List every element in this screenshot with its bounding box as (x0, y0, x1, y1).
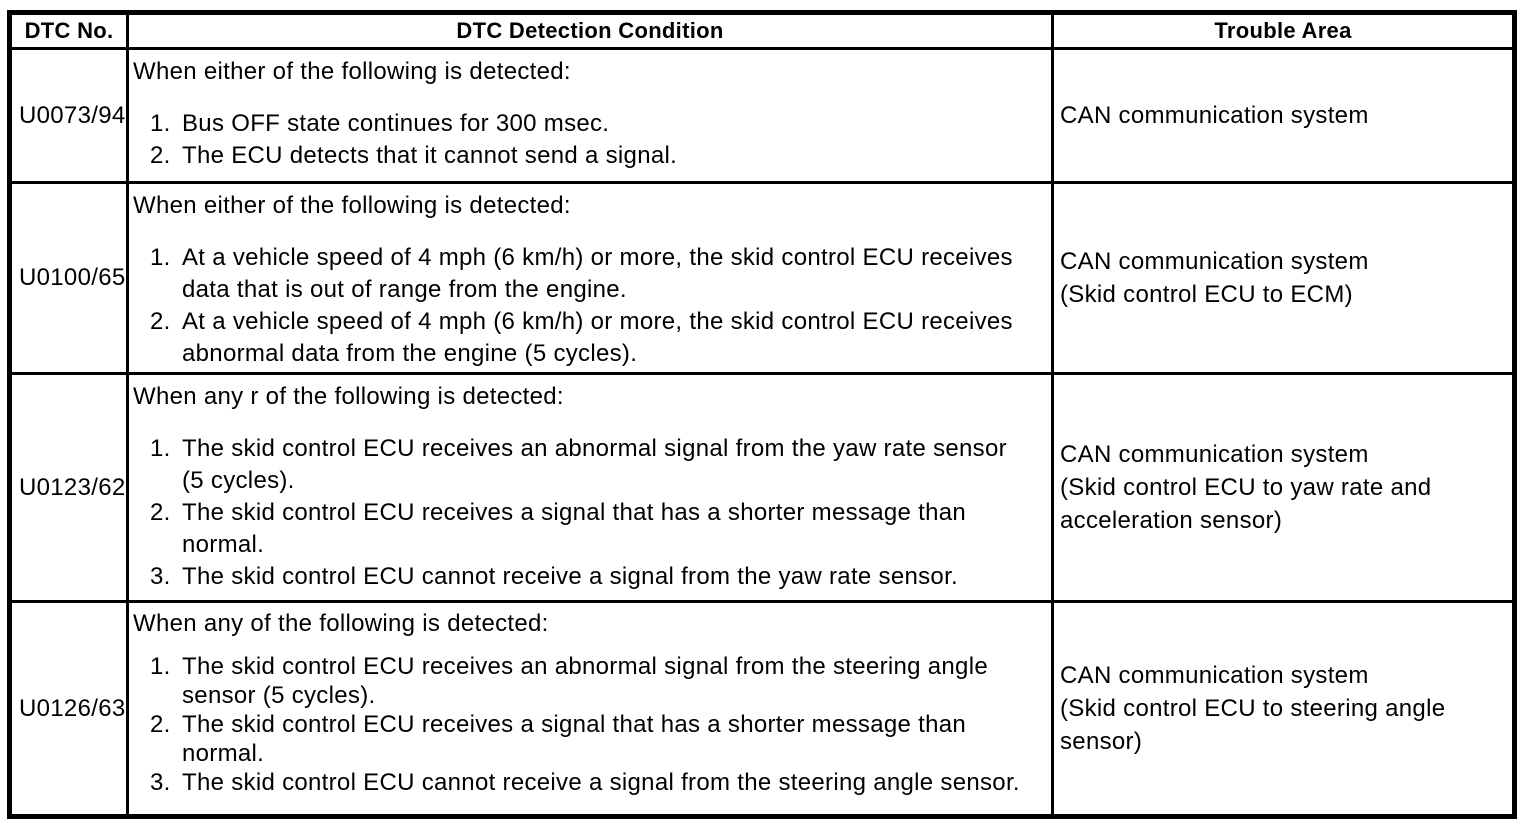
list-item-number: 2. (150, 499, 171, 526)
list-item-line: abnormal data from the engine (5 cycles)… (182, 340, 638, 367)
list-item-text: The skid control ECU cannot receive a si… (182, 768, 1045, 797)
dtc-no-cell: U0123/62 (8, 372, 129, 603)
trouble-area-line: CAN communication system (1060, 248, 1369, 275)
dtc-no-cell: U0126/63 (8, 600, 129, 818)
condition-cell: When any of the following is detected: 1… (126, 600, 1054, 818)
list-item-text: At a vehicle speed of 4 mph (6 km/h) or … (182, 306, 1045, 370)
list-item: 1. The skid control ECU receives an abno… (133, 652, 1045, 710)
dtc-no: U0073/94 (19, 101, 126, 129)
trouble-area-line: (Skid control ECU to ECM) (1060, 281, 1353, 308)
table-header-row: DTC No. DTC Detection Condition Trouble … (8, 11, 1516, 50)
list-item: 2. The skid control ECU receives a signa… (133, 710, 1045, 768)
trouble-area-cell: CAN communication system (1051, 47, 1516, 184)
list-item-line: data that is out of range from the engin… (182, 276, 627, 303)
list-item-line: At a vehicle speed of 4 mph (6 km/h) or … (182, 308, 1013, 335)
trouble-area-line: CAN communication system (1060, 441, 1369, 468)
list-item-line: sensor (5 cycles). (182, 682, 376, 709)
list-item: 1. Bus OFF state continues for 300 msec. (133, 108, 1045, 140)
list-item-number: 1. (150, 244, 171, 271)
dtc-no: U0100/65 (19, 264, 126, 291)
list-item-number: 3. (150, 563, 171, 590)
trouble-area-line: (Skid control ECU to yaw rate and (1060, 474, 1432, 501)
condition-intro: When any r of the following is detected: (133, 383, 564, 410)
list-item-line: normal. (182, 740, 265, 767)
header-detection-condition: DTC Detection Condition (126, 11, 1054, 50)
list-item-text: The skid control ECU receives a signal t… (182, 497, 1045, 561)
list-item-line: The skid control ECU cannot receive a si… (182, 769, 1020, 796)
table-row: U0073/94 When either of the following is… (8, 47, 1516, 184)
condition-cell: When either of the following is detected… (126, 181, 1054, 375)
condition-cell: When any r of the following is detected:… (126, 372, 1054, 603)
list-item-line: normal. (182, 531, 265, 558)
list-item-line: Bus OFF state continues for 300 msec. (182, 110, 610, 137)
dtc-no: U0126/63 (19, 694, 126, 722)
dtc-no: U0123/62 (19, 473, 126, 501)
list-item-line: The skid control ECU receives a signal t… (182, 711, 967, 738)
list-item-text: The skid control ECU receives an abnorma… (182, 433, 1045, 497)
table-row: U0126/63 When any of the following is de… (8, 600, 1516, 818)
list-item-number: 2. (150, 308, 171, 335)
dtc-no-cell: U0100/65 (8, 181, 129, 375)
condition-intro: When either of the following is detected… (133, 192, 571, 219)
list-item-line: The skid control ECU receives a signal t… (182, 499, 967, 526)
list-item-line: At a vehicle speed of 4 mph (6 km/h) or … (182, 244, 1013, 271)
header-dtc-no: DTC No. (8, 11, 129, 50)
list-item-line: The skid control ECU cannot receive a si… (182, 563, 959, 590)
list-item-number: 2. (150, 142, 171, 169)
list-item-line: (5 cycles). (182, 467, 295, 494)
trouble-area-line: CAN communication system (1060, 102, 1369, 129)
list-item: 1. The skid control ECU receives an abno… (133, 433, 1045, 497)
list-item: 2. At a vehicle speed of 4 mph (6 km/h) … (133, 306, 1045, 370)
list-item: 2. The skid control ECU receives a signa… (133, 497, 1045, 561)
list-item-text: The skid control ECU cannot receive a si… (182, 561, 1045, 593)
trouble-area-line: (Skid control ECU to steering angle (1060, 695, 1446, 722)
condition-intro: When any of the following is detected: (133, 610, 549, 637)
list-item-text: The ECU detects that it cannot send a si… (182, 140, 1045, 172)
list-item-text: Bus OFF state continues for 300 msec. (182, 108, 1045, 140)
trouble-area-line: CAN communication system (1060, 662, 1369, 689)
list-item-line: The ECU detects that it cannot send a si… (182, 142, 678, 169)
list-item-text: The skid control ECU receives an abnorma… (182, 652, 1045, 710)
list-item: 2. The ECU detects that it cannot send a… (133, 140, 1045, 172)
list-item-number: 2. (150, 711, 171, 738)
list-item-number: 3. (150, 769, 171, 796)
list-item-text: The skid control ECU receives a signal t… (182, 710, 1045, 768)
trouble-area-cell: CAN communication system (Skid control E… (1051, 600, 1516, 818)
list-item: 3. The skid control ECU cannot receive a… (133, 561, 1045, 593)
dtc-no-cell: U0073/94 (8, 47, 129, 184)
header-trouble-area: Trouble Area (1051, 11, 1516, 50)
trouble-area-line: sensor) (1060, 728, 1143, 755)
list-item-number: 1. (150, 435, 171, 462)
trouble-area-cell: CAN communication system (Skid control E… (1051, 372, 1516, 603)
table-row: U0123/62 When any r of the following is … (8, 372, 1516, 603)
dtc-table: DTC No. DTC Detection Condition Trouble … (7, 10, 1517, 819)
condition-cell: When either of the following is detected… (126, 47, 1054, 184)
list-item-line: The skid control ECU receives an abnorma… (182, 435, 1007, 462)
trouble-area-line: acceleration sensor) (1060, 507, 1283, 534)
condition-intro: When either of the following is detected… (133, 58, 571, 85)
list-item-text: At a vehicle speed of 4 mph (6 km/h) or … (182, 242, 1045, 306)
list-item-number: 1. (150, 110, 171, 137)
list-item: 3. The skid control ECU cannot receive a… (133, 768, 1045, 797)
table-row: U0100/65 When either of the following is… (8, 181, 1516, 375)
list-item: 1. At a vehicle speed of 4 mph (6 km/h) … (133, 242, 1045, 306)
list-item-line: The skid control ECU receives an abnorma… (182, 653, 988, 680)
trouble-area-cell: CAN communication system (Skid control E… (1051, 181, 1516, 375)
list-item-number: 1. (150, 653, 171, 680)
